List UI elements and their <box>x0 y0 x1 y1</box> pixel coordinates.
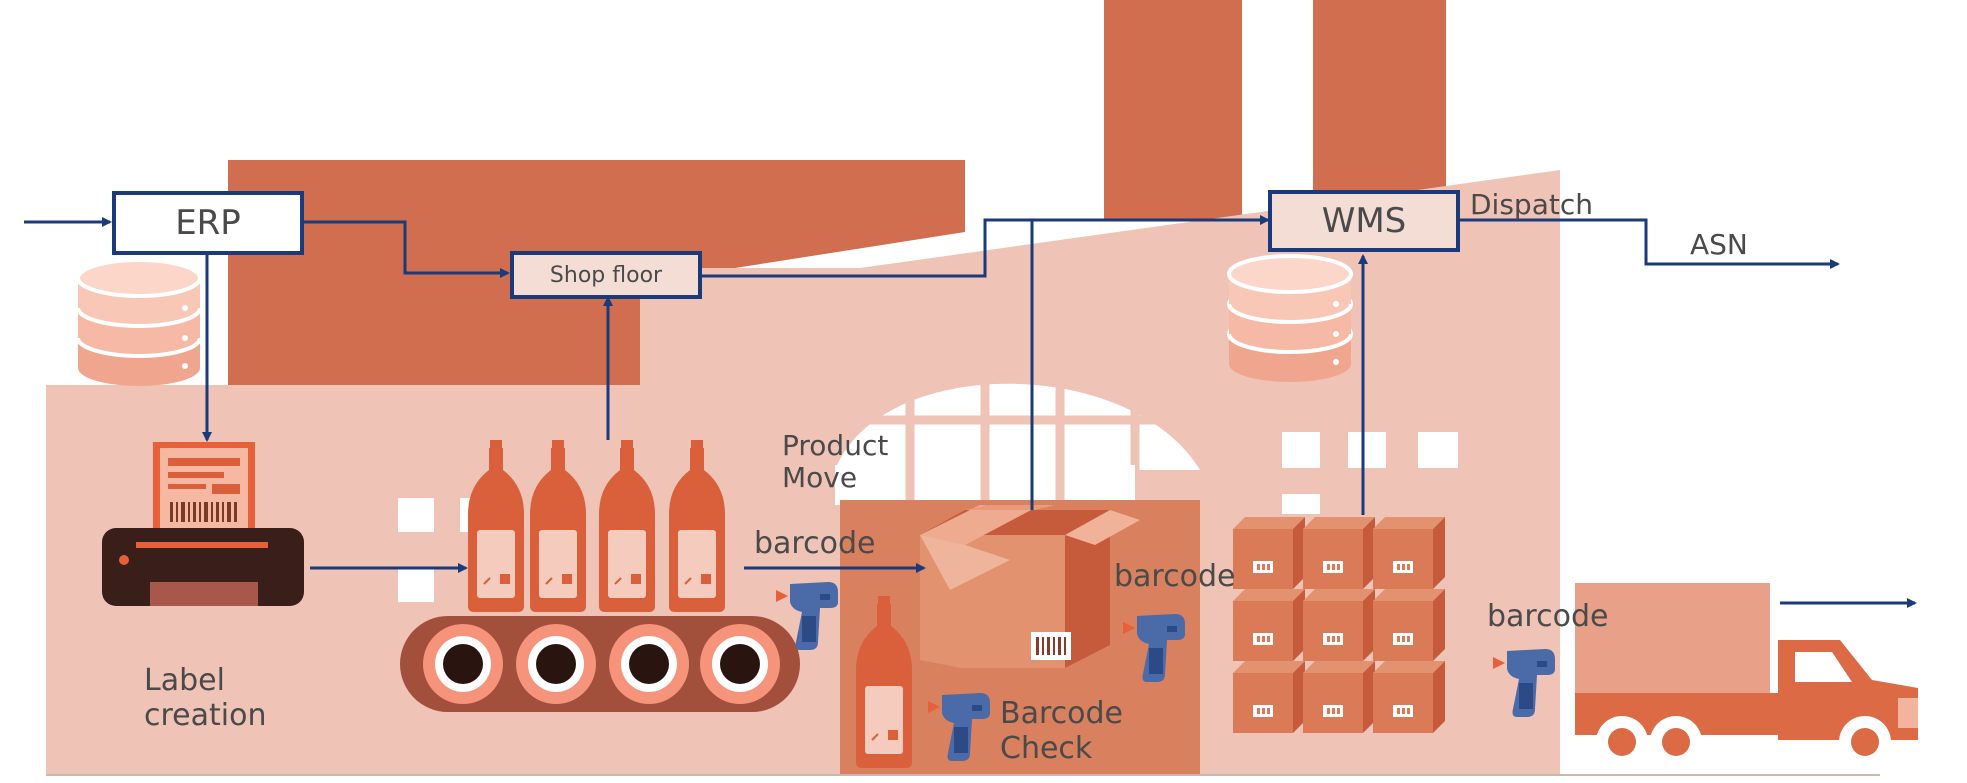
asn-label: ASN <box>1690 228 1748 261</box>
conveyor-belt-icon <box>400 616 800 712</box>
wms-label: WMS <box>1321 201 1407 241</box>
erp-database-icon <box>76 258 202 388</box>
shop-floor-box: Shop floor <box>510 251 702 299</box>
barcode-label-conveyor: barcode <box>754 526 876 561</box>
product-move-label: Product Move <box>782 429 889 495</box>
label-printer-icon <box>102 442 304 606</box>
barcode-label-truck: barcode <box>1487 599 1609 634</box>
label-creation-label: Label creation <box>144 663 267 733</box>
shopfloor-to-wms-arrow <box>700 215 1270 278</box>
flow-connectors <box>24 215 1917 608</box>
wms-system-box: WMS <box>1268 190 1460 252</box>
chimney-left <box>1104 0 1242 220</box>
truck-icon <box>1575 583 1918 768</box>
barcode-label-box: barcode <box>1114 559 1236 594</box>
erp-to-shopfloor-arrow <box>303 220 510 278</box>
pallet-icon <box>1233 517 1445 733</box>
dispatch-label: Dispatch <box>1470 188 1593 221</box>
factory-window-arch <box>835 383 1200 470</box>
erp-label: ERP <box>175 203 241 243</box>
barcode-check-label: Barcode Check <box>1000 696 1123 766</box>
dispatch-asn-arrow <box>1459 218 1840 269</box>
shop-floor-label: Shop floor <box>549 262 663 288</box>
erp-system-box: ERP <box>112 191 304 255</box>
wms-database-icon <box>1227 254 1353 384</box>
box-icon <box>920 505 1140 668</box>
chimney-right <box>1313 0 1446 190</box>
